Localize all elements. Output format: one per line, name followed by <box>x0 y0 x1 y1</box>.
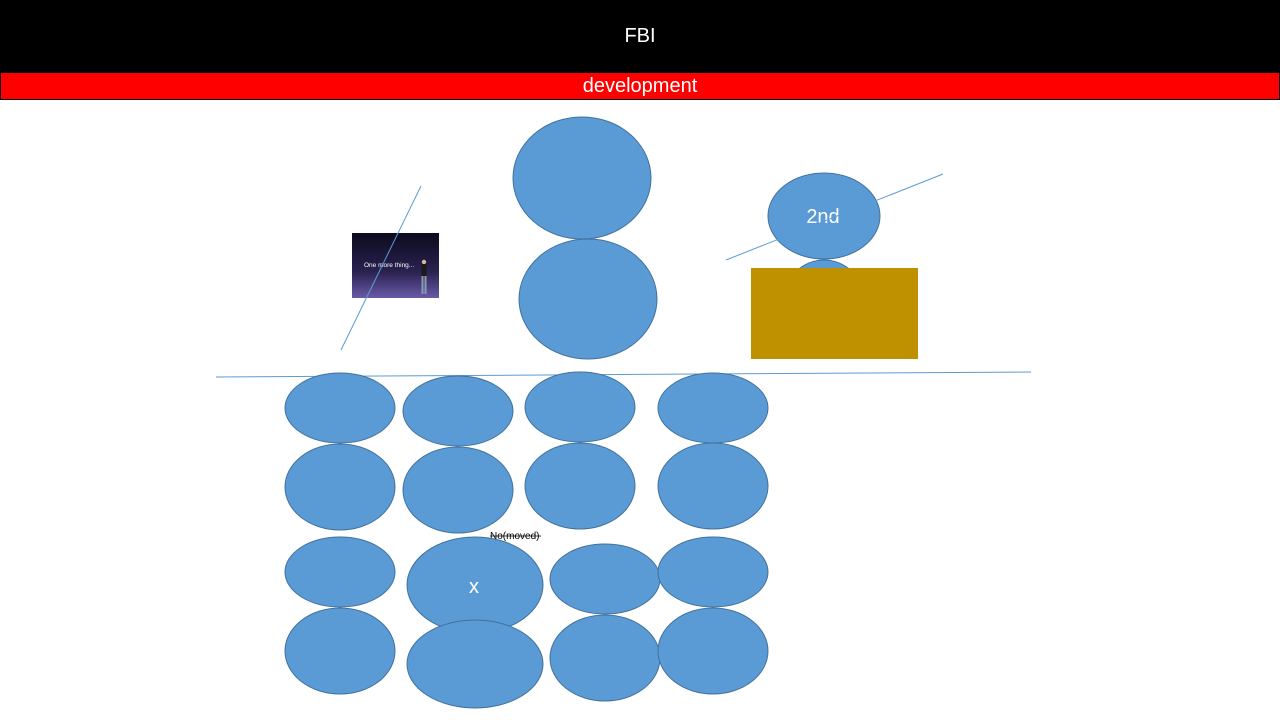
grid-node-r4c3 <box>549 614 661 702</box>
presenter-leg-right <box>424 276 427 294</box>
top-node-upper <box>512 116 652 240</box>
presenter-head <box>421 259 427 265</box>
grid-node-r1c4 <box>657 372 769 444</box>
second-label: 2nd <box>806 206 839 228</box>
grid-node-r4c4 <box>657 607 769 695</box>
banner-bar: development <box>0 72 1280 100</box>
photo-thumbnail: One more thing... <box>352 233 439 298</box>
photo-caption: One more thing... <box>364 262 414 269</box>
x-label: x <box>469 576 479 598</box>
banner-label: development <box>582 74 698 97</box>
second-node <box>767 172 881 260</box>
slash-line-left <box>340 185 422 351</box>
slash-line-right <box>725 173 944 261</box>
grid-node-r1c1 <box>284 372 396 444</box>
title-bar: FBI <box>0 0 1280 72</box>
grid-node-r3c4 <box>657 536 769 608</box>
presenter-body <box>421 264 427 276</box>
grid-node-r1c3 <box>524 371 636 443</box>
grid-node-r3c3 <box>549 543 661 615</box>
moved-note: No(moved) <box>490 531 539 542</box>
grid-node-r2c4 <box>657 442 769 530</box>
grid-node-r4c1 <box>284 607 396 695</box>
presenter-leg-left <box>421 276 424 294</box>
grid-node-r2c1 <box>284 443 396 531</box>
page-title: FBI <box>624 24 656 47</box>
grid-node-r3c1 <box>284 536 396 608</box>
grid-node-r2c2 <box>402 446 514 534</box>
grid-node-r1c2 <box>402 375 514 447</box>
top-node-lower <box>518 238 658 360</box>
gold-box <box>751 268 918 359</box>
grid-node-r2c3 <box>524 442 636 530</box>
grid-node-r4c2 <box>406 619 544 709</box>
